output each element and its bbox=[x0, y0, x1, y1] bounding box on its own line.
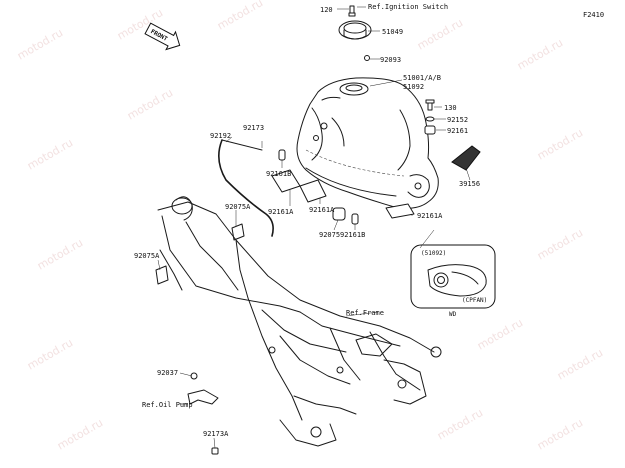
callout-92093: 92093 bbox=[380, 56, 401, 64]
callout-39156: 39156 bbox=[459, 180, 480, 188]
watermark: motod.ru bbox=[55, 416, 105, 452]
inset-detail: (51092) (CPFAN) WD bbox=[410, 244, 496, 318]
watermark: motod.ru bbox=[475, 316, 525, 352]
watermark: motod.ru bbox=[535, 126, 585, 162]
watermark: motod.ru bbox=[415, 16, 465, 52]
watermark: motod.ru bbox=[25, 136, 75, 172]
callout-51001: 51001/A/B bbox=[403, 74, 441, 82]
callout-51049: 51049 bbox=[382, 28, 403, 36]
part-120-bolt bbox=[348, 5, 356, 17]
watermark: motod.ru bbox=[25, 336, 75, 372]
callout-92173a: 92173A bbox=[203, 430, 229, 438]
inset-tag: (CPFAN) bbox=[462, 297, 487, 304]
part-51001-fuel-tank bbox=[296, 77, 439, 209]
callout-92161: 92161 bbox=[447, 127, 468, 135]
callout-51092: 51092 bbox=[403, 83, 424, 91]
inset-title: (51092) bbox=[421, 250, 446, 257]
part-92161a-pad-2 bbox=[299, 179, 327, 203]
callout-120: 120 bbox=[320, 6, 333, 14]
part-92192-hose bbox=[218, 139, 274, 237]
callout-92161a-3: 92161A bbox=[417, 212, 443, 220]
watermark: motod.ru bbox=[125, 86, 175, 122]
callout-ref-ignition-switch: Ref.Ignition Switch bbox=[368, 3, 448, 11]
watermark: motod.ru bbox=[555, 346, 605, 382]
watermark: motod.ru bbox=[535, 226, 585, 262]
callout-92192: 92192 bbox=[210, 132, 231, 140]
part-130-bolt bbox=[425, 99, 435, 111]
watermark: motod.ru bbox=[515, 36, 565, 72]
callout-92173: 92173 bbox=[243, 124, 264, 132]
callout-130: 130 bbox=[444, 104, 457, 112]
callout-ref-oil-pump: Ref.Oil Pump bbox=[142, 401, 193, 409]
callout-92161b-2: 92161B bbox=[340, 231, 365, 239]
callout-92075a-1: 92075A bbox=[225, 203, 251, 211]
callout-92075: 92075 bbox=[319, 231, 340, 239]
front-direction-arrow: FRONT bbox=[144, 22, 181, 51]
part-92075-damper bbox=[332, 207, 346, 221]
diagram-code: F2410 bbox=[583, 11, 604, 19]
callout-92161a-1: 92161A bbox=[268, 208, 294, 216]
callout-ref-frame: Ref.Frame bbox=[346, 309, 384, 317]
watermark-layer: motod.ru motod.ru motod.ru motod.ru moto… bbox=[15, 0, 605, 453]
part-ignition-switch-cap bbox=[338, 20, 372, 40]
callout-92161b-1: 92161B bbox=[266, 170, 291, 178]
watermark: motod.ru bbox=[35, 236, 85, 272]
part-92037-bracket bbox=[187, 372, 219, 405]
part-92161-damper bbox=[424, 125, 436, 135]
part-39156-decal bbox=[451, 145, 481, 171]
part-92161b-pad-2 bbox=[351, 213, 359, 225]
callout-92152: 92152 bbox=[447, 116, 468, 124]
callout-labels: 120 Ref.Ignition Switch 51049 92093 5100… bbox=[134, 3, 480, 438]
watermark: motod.ru bbox=[535, 416, 585, 452]
frame-assembly bbox=[155, 196, 442, 447]
part-92161a-pad-3 bbox=[385, 203, 415, 219]
part-92161b-pad bbox=[278, 149, 286, 161]
part-92152-collar bbox=[425, 116, 435, 122]
part-92173a-clamp bbox=[211, 447, 219, 455]
watermark: motod.ru bbox=[15, 26, 65, 62]
watermark: motod.ru bbox=[435, 406, 485, 442]
part-92093-screw bbox=[364, 55, 370, 61]
callout-92161a-2: 92161A bbox=[309, 206, 335, 214]
inset-code: WD bbox=[449, 311, 457, 318]
callout-92037: 92037 bbox=[157, 369, 178, 377]
watermark: motod.ru bbox=[215, 0, 265, 33]
leader-lines bbox=[157, 6, 471, 449]
callout-92075a-2: 92075A bbox=[134, 252, 160, 260]
